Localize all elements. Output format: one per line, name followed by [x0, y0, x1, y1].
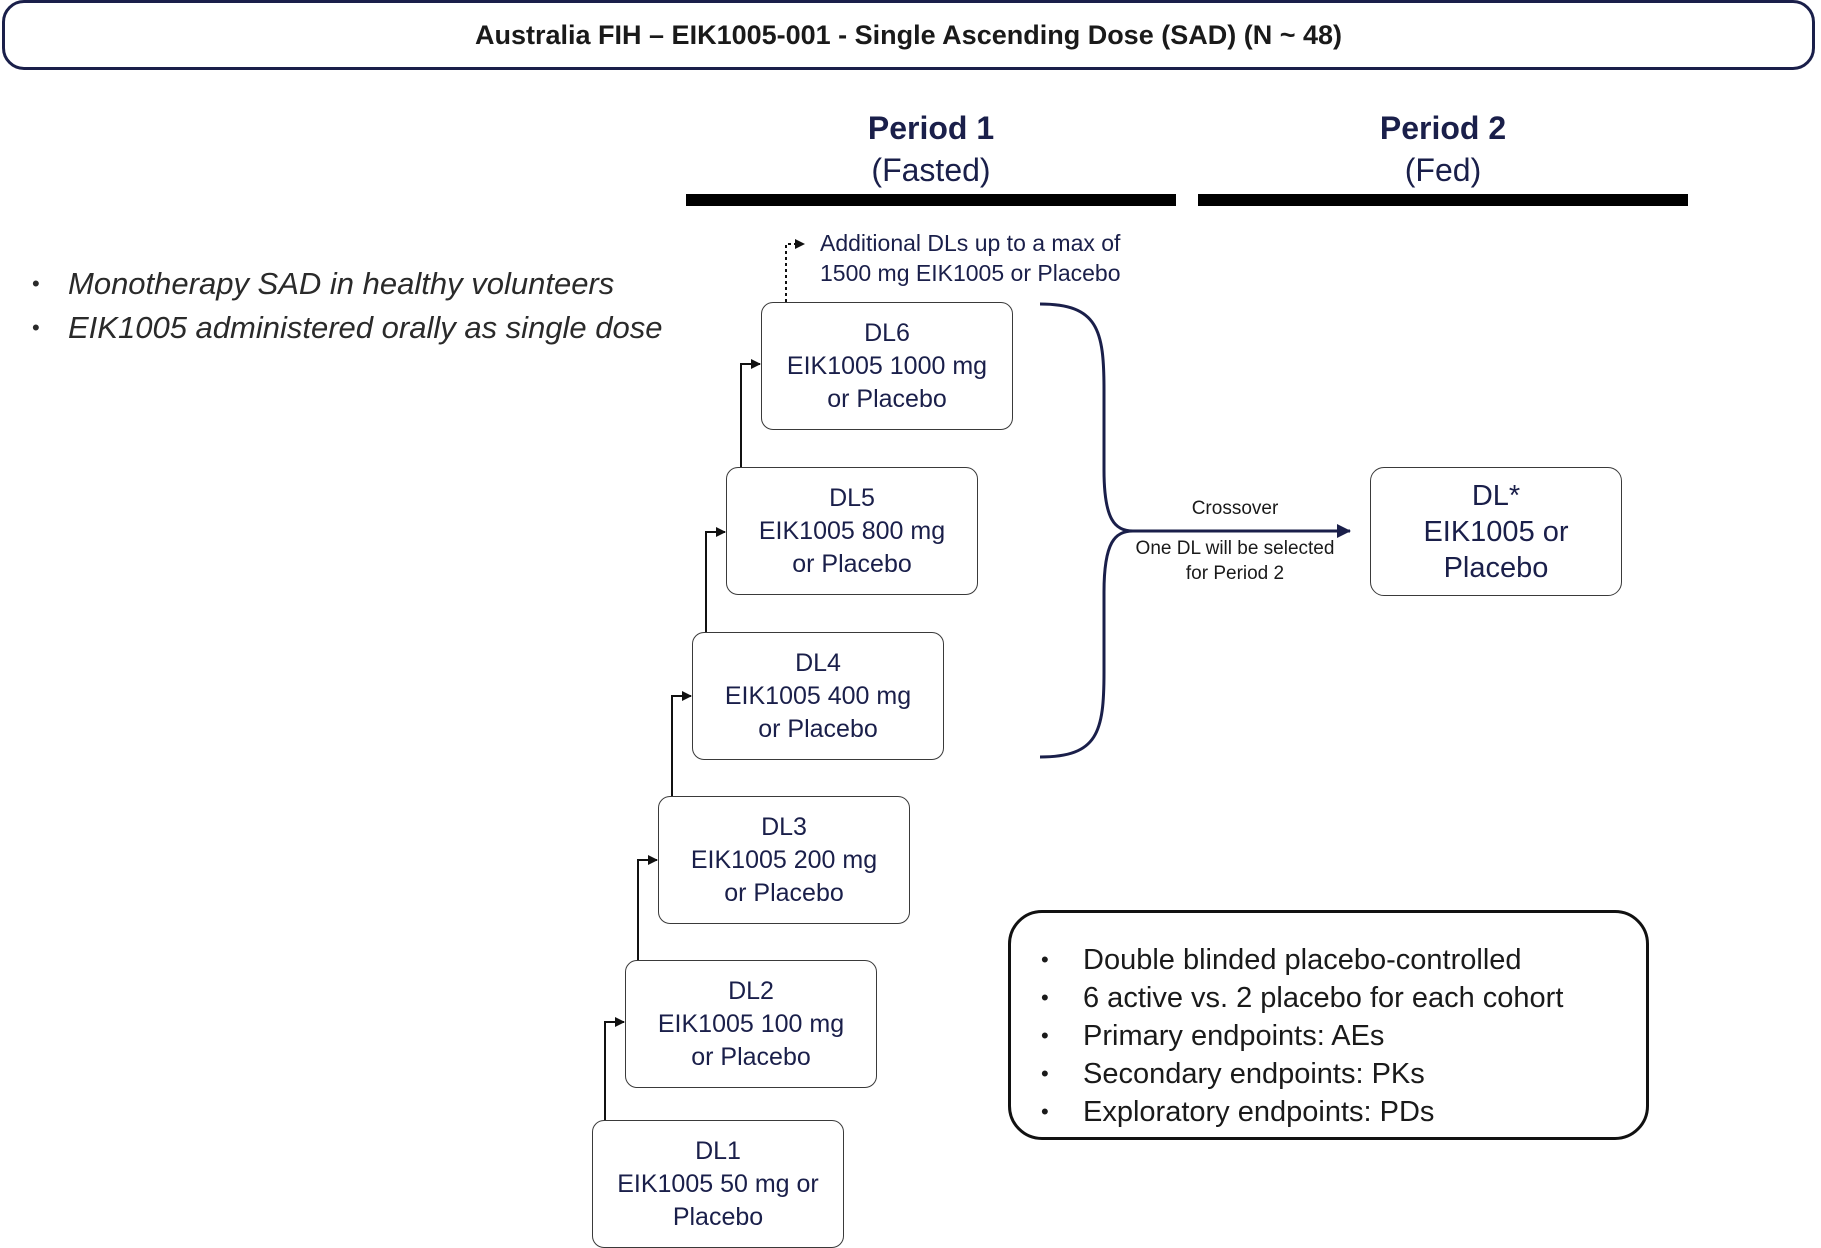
period-1-condition: (Fasted) — [871, 151, 991, 188]
dose-level-line: or Placebo — [827, 384, 947, 413]
dose-level-line: Placebo — [672, 1202, 764, 1231]
step-arrow-dl5-dl6 — [740, 359, 761, 467]
additional-dl-note: Additional DLs up to a max of 1500 mg EI… — [820, 228, 1120, 288]
dose-level-line: EIK1005 200 mg — [690, 845, 878, 874]
bullet-icon: • — [32, 271, 40, 296]
design-feature: • Exploratory endpoints: PDs — [1041, 1093, 1646, 1131]
design-feature: • Primary endpoints: AEs — [1041, 1017, 1646, 1055]
additional-dl-note-line: 1500 mg EIK1005 or Placebo — [820, 260, 1121, 286]
period-2-dose-box: DL* EIK1005 or Placebo — [1370, 467, 1622, 596]
bullet-icon: • — [1041, 947, 1049, 972]
period-1-header: Period 1 (Fasted) — [686, 108, 1176, 191]
dose-level-line: or Placebo — [758, 714, 878, 743]
period-2-header: Period 2 (Fed) — [1198, 108, 1688, 191]
dose-level-label: DL4 — [795, 648, 841, 677]
curly-brace-icon — [1039, 302, 1134, 759]
study-bullet: • Monotherapy SAD in healthy volunteers — [28, 262, 663, 306]
design-features-list: • Double blinded placebo-controlled • 6 ac… — [1011, 913, 1646, 1131]
dose-level-label: DL2 — [728, 976, 774, 1005]
crossover-label: Crossover — [1191, 498, 1279, 519]
dose-level-box-dl5: DL5 EIK1005 800 mg or Placebo — [726, 467, 978, 595]
step-arrow-dl1-dl2 — [604, 1017, 625, 1120]
step-arrow-dl2-dl3 — [637, 855, 658, 960]
additional-dl-note-line: Additional DLs up to a max of — [820, 230, 1121, 256]
period-2-dose-label: DL* — [1471, 479, 1521, 512]
dose-level-box-dl4: DL4 EIK1005 400 mg or Placebo — [692, 632, 944, 760]
step-arrow-dl4-dl5 — [705, 527, 726, 632]
dose-level-box-dl3: DL3 EIK1005 200 mg or Placebo — [658, 796, 910, 924]
study-bullets: • Monotherapy SAD in healthy volunteers •… — [28, 262, 663, 350]
study-bullet: • EIK1005 administered orally as single d… — [28, 306, 663, 350]
dose-level-box-dl2: DL2 EIK1005 100 mg or Placebo — [625, 960, 877, 1088]
additional-dl-arrow — [785, 239, 805, 302]
bullet-icon: • — [1041, 1099, 1049, 1124]
bullet-icon: • — [1041, 1023, 1049, 1048]
dose-level-line: EIK1005 800 mg — [758, 516, 946, 545]
design-feature-text: Secondary endpoints: PKs — [1083, 1058, 1425, 1090]
dose-level-label: DL6 — [864, 318, 910, 347]
study-title: Australia FIH – EIK1005-001 - Single Asc… — [2, 0, 1815, 70]
period-2-name: Period 2 — [1379, 110, 1507, 146]
study-bullet-text: Monotherapy SAD in healthy volunteers — [68, 266, 615, 301]
design-feature: • Secondary endpoints: PKs — [1041, 1055, 1646, 1093]
study-bullet-text: EIK1005 administered orally as single do… — [68, 310, 663, 345]
design-features-box: • Double blinded placebo-controlled • 6 ac… — [1008, 910, 1649, 1140]
period-2-dose-line: Placebo — [1443, 551, 1549, 584]
dose-level-line: EIK1005 400 mg — [724, 681, 912, 710]
crossover-note-line: One DL will be selected — [1135, 538, 1335, 559]
design-feature-text: Primary endpoints: AEs — [1083, 1020, 1385, 1052]
design-feature-text: Double blinded placebo-controlled — [1083, 944, 1522, 976]
step-arrow-dl3-dl4 — [671, 691, 692, 796]
dose-level-line: EIK1005 100 mg — [657, 1009, 845, 1038]
bullet-icon: • — [1041, 1061, 1049, 1086]
design-feature: • Double blinded placebo-controlled — [1041, 941, 1646, 979]
design-feature: • 6 active vs. 2 placebo for each cohort — [1041, 979, 1646, 1017]
crossover-note-line: for Period 2 — [1185, 563, 1285, 584]
dose-level-line: EIK1005 1000 mg — [786, 351, 988, 380]
bullet-icon: • — [1041, 985, 1049, 1010]
dose-level-line: EIK1005 50 mg or — [617, 1169, 819, 1198]
design-feature-text: 6 active vs. 2 placebo for each cohort — [1083, 982, 1564, 1014]
period-2-condition: (Fed) — [1404, 151, 1482, 188]
dose-level-label: DL5 — [829, 483, 875, 512]
dose-level-box-dl6: DL6 EIK1005 1000 mg or Placebo — [761, 302, 1013, 430]
dose-level-line: or Placebo — [792, 549, 912, 578]
period-2-dose-line: EIK1005 or — [1423, 515, 1569, 548]
dose-level-box-dl1: DL1 EIK1005 50 mg or Placebo — [592, 1120, 844, 1248]
period-2-bar — [1198, 194, 1688, 206]
period-1-bar — [686, 194, 1176, 206]
dose-level-label: DL3 — [761, 812, 807, 841]
bullet-icon: • — [32, 315, 40, 340]
dose-level-line: or Placebo — [691, 1042, 811, 1071]
crossover-note: One DL will be selected for Period 2 — [1110, 536, 1360, 586]
dose-level-label: DL1 — [695, 1136, 741, 1165]
period-1-name: Period 1 — [867, 110, 995, 146]
design-feature-text: Exploratory endpoints: PDs — [1083, 1096, 1435, 1128]
dose-level-line: or Placebo — [724, 878, 844, 907]
